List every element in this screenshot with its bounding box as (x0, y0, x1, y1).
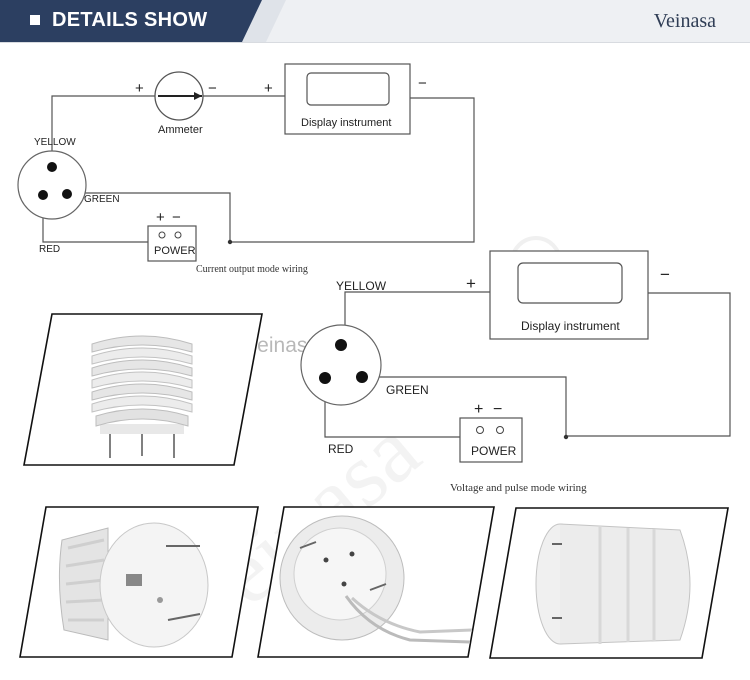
power-supply-1 (147, 225, 197, 262)
ammeter-label: Ammeter (158, 124, 203, 136)
cable-icon (344, 595, 471, 644)
wire-green (66, 192, 231, 242)
wire-display-return (230, 97, 475, 243)
power-minus-2: − (493, 401, 502, 418)
junction-dot-2 (563, 434, 569, 440)
power-label-2: POWER (471, 444, 517, 458)
bullet-square-icon (30, 15, 40, 25)
wire-yellow (51, 95, 155, 167)
caption-voltage: Voltage and pulse mode wiring (450, 482, 587, 494)
header-bar: DETAILS SHOW Veinasa (0, 0, 750, 43)
power-plus-2: + (474, 401, 483, 418)
display-plus-2: + (466, 274, 476, 293)
label-green-2: GREEN (386, 383, 429, 397)
photo-angled-view (489, 507, 729, 659)
display-instrument-1 (284, 63, 411, 135)
photo-side-view (23, 313, 263, 466)
radiation-shield-icon (91, 335, 193, 458)
power-minus-1: − (172, 209, 181, 226)
page-title: DETAILS SHOW (52, 9, 208, 31)
wire-green-2 (362, 376, 567, 436)
display-label-1: Display instrument (301, 117, 391, 129)
brand-name: Veinasa (653, 10, 716, 32)
connector-icon-1 (17, 150, 87, 220)
ammeter-plus: + (135, 80, 144, 97)
current-mode-diagram (42, 95, 475, 243)
display-minus-1: − (418, 75, 427, 92)
banner-shape (0, 0, 286, 42)
display-plus-1: + (264, 80, 273, 97)
label-plate-icon (126, 574, 142, 586)
photo-bottom-view (257, 506, 495, 658)
power-supply-2 (459, 417, 523, 463)
label-yellow-1: YELLOW (34, 137, 76, 148)
power-plus-1: + (156, 209, 165, 226)
ammeter-minus: − (208, 80, 217, 97)
junction-dot (227, 239, 233, 245)
label-red-2: RED (328, 442, 354, 456)
wire-display-return-2 (566, 292, 731, 437)
caption-current: Current output mode wiring (196, 264, 308, 275)
connector-icon-2 (300, 324, 382, 406)
label-green-1: GREEN (84, 194, 120, 205)
label-yellow-2: YELLOW (336, 279, 387, 293)
shield-angled-icon (535, 523, 691, 645)
shield-front-icon (58, 522, 209, 648)
shield-bottom-icon (279, 515, 473, 644)
label-red-1: RED (39, 244, 60, 255)
ammeter-icon (154, 71, 204, 121)
display-instrument-2 (489, 250, 649, 340)
display-label-2: Display instrument (521, 319, 620, 333)
photo-front-plate (19, 506, 259, 658)
display-minus-2: − (660, 265, 670, 284)
power-label-1: POWER (154, 245, 196, 257)
